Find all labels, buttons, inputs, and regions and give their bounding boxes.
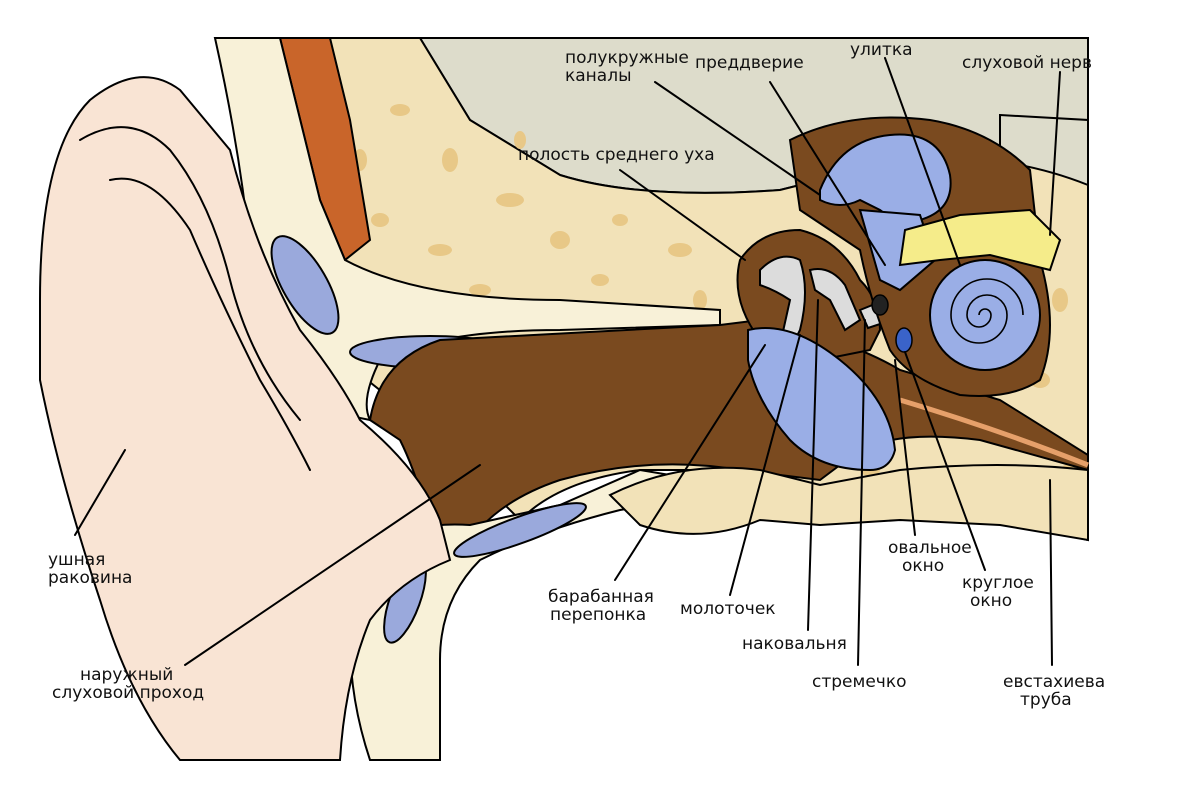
label-cochlea: улитка bbox=[850, 40, 913, 60]
leader-semicircular bbox=[654, 81, 821, 196]
label-incus: наковальня bbox=[742, 634, 847, 654]
incus bbox=[808, 268, 862, 332]
auricle-fold-1 bbox=[79, 126, 301, 421]
ear-canal-cartilage-lower bbox=[349, 468, 741, 761]
leader-stapes bbox=[857, 319, 866, 666]
label-malleus: молоточек bbox=[680, 599, 776, 619]
cochlea-spiral bbox=[950, 278, 1024, 344]
label-middle-ear-cavity: полость среднего уха bbox=[518, 145, 715, 165]
auricle-fold-2 bbox=[109, 177, 311, 471]
auricle bbox=[39, 76, 452, 761]
oval-window bbox=[871, 294, 889, 316]
leader-round bbox=[904, 351, 986, 571]
label-stapes: стремечко bbox=[812, 672, 907, 692]
leader-malleus bbox=[729, 334, 801, 596]
eustachian-tube bbox=[899, 397, 1089, 468]
round-window bbox=[895, 327, 913, 353]
bottom-bone bbox=[608, 464, 1089, 542]
malleus bbox=[759, 255, 806, 352]
eardrum bbox=[747, 327, 897, 472]
leader-eustachian bbox=[1049, 479, 1053, 666]
label-auditory-nerve: слуховой нерв bbox=[962, 53, 1092, 73]
cochlea bbox=[929, 259, 1041, 371]
leader-eardrum bbox=[614, 344, 766, 581]
leader-cavity bbox=[619, 169, 746, 261]
leader-vestibule bbox=[769, 81, 886, 266]
cartilage-ellipse-1 bbox=[270, 235, 340, 335]
label-vestibule: преддверие bbox=[695, 53, 804, 73]
leader-cochlea bbox=[884, 57, 961, 266]
auditory-nerve bbox=[898, 208, 1062, 272]
leader-nerve bbox=[1049, 71, 1061, 236]
leader-lines bbox=[74, 57, 1061, 666]
leader-oval bbox=[894, 359, 916, 536]
cartilage-ellipse-3 bbox=[453, 502, 587, 558]
leader-canal bbox=[184, 464, 481, 666]
leader-incus bbox=[807, 299, 819, 631]
semicircular-canals bbox=[819, 133, 952, 227]
leader-auricle bbox=[74, 449, 126, 536]
